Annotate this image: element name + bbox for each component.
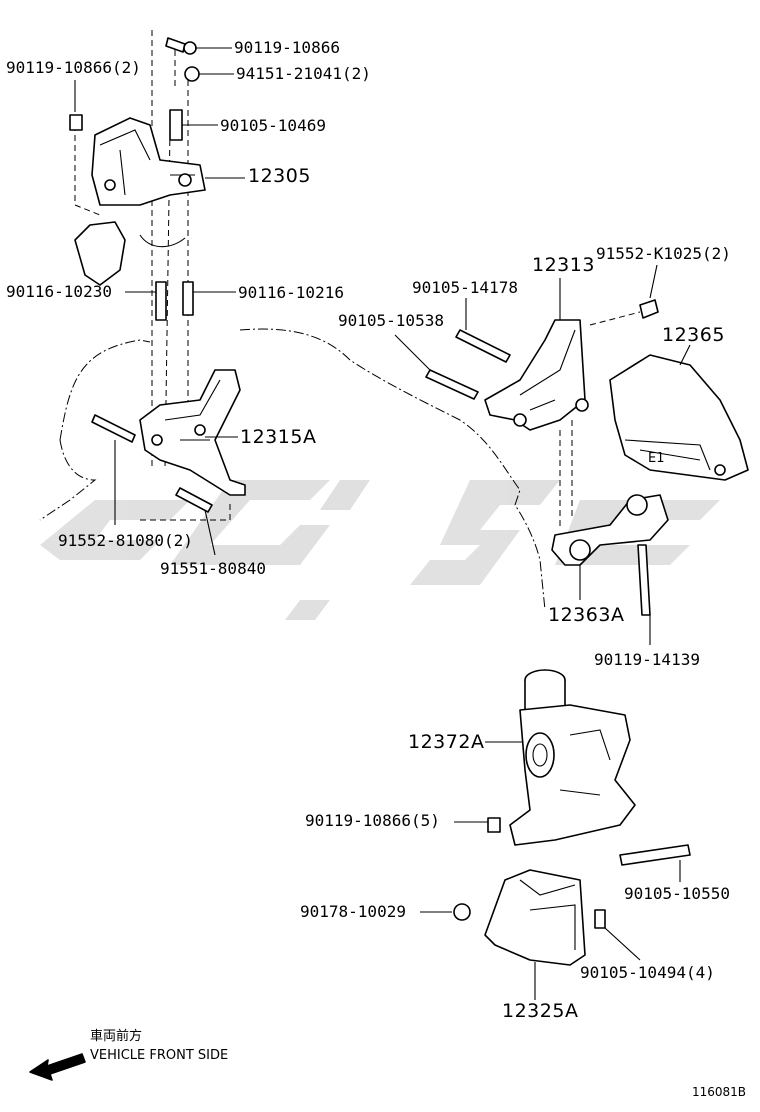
part-label-90119-14139: 90119-14139 bbox=[594, 650, 700, 669]
part-label-12315A: 12315A bbox=[240, 426, 317, 448]
part-label-94151-21041: 94151-21041(2) bbox=[236, 64, 371, 83]
watermark-logo bbox=[40, 480, 720, 620]
part-label-12372A: 12372A bbox=[408, 731, 485, 753]
figure-id: 116081B bbox=[692, 1085, 747, 1099]
part-label-90178-10029: 90178-10029 bbox=[300, 902, 406, 921]
direction-label-en: VEHICLE FRONT SIDE bbox=[90, 1048, 229, 1063]
part-label-90105-10538: 90105-10538 bbox=[338, 311, 444, 330]
part-label-90105-10494: 90105-10494(4) bbox=[580, 963, 715, 982]
engine-mount-12305 bbox=[74, 117, 206, 286]
front-direction-arrow-icon bbox=[29, 1053, 86, 1081]
engine-outline bbox=[39, 328, 546, 611]
part-label-90116-10230: 90116-10230 bbox=[6, 282, 112, 301]
part-label-90105-10550: 90105-10550 bbox=[624, 884, 730, 903]
direction-label-jp: 車両前方 bbox=[90, 1029, 143, 1044]
assembly-line-upper bbox=[74, 30, 641, 530]
part-label-12365: 12365 bbox=[662, 324, 725, 346]
part-label-91552-81080: 91552-81080(2) bbox=[58, 531, 193, 550]
leader-lines bbox=[74, 47, 691, 1000]
bracket-12315A bbox=[91, 369, 246, 513]
bracket-12325A bbox=[453, 869, 606, 966]
part-label-91551-80840: 91551-80840 bbox=[160, 559, 266, 578]
part-label-90119-10866-x5: 90119-10866(5) bbox=[305, 811, 440, 830]
part-label-91552-K1025: 91552-K1025(2) bbox=[596, 244, 731, 263]
engine-mount-12372A bbox=[487, 669, 691, 866]
part-label-90119-10866-x2: 90119-10866(2) bbox=[6, 58, 141, 77]
cover-12365 bbox=[609, 354, 749, 481]
part-label-90119-10866: 90119-10866 bbox=[234, 38, 340, 57]
bracket-12313 bbox=[425, 299, 659, 431]
torque-rod-12363A bbox=[551, 494, 669, 616]
part-label-12325A: 12325A bbox=[502, 1000, 579, 1022]
part-label-90105-14178: 90105-14178 bbox=[412, 278, 518, 297]
part-label-12363A: 12363A bbox=[548, 604, 625, 626]
part-label-90105-10469: 90105-10469 bbox=[220, 116, 326, 135]
part-label-90116-10216: 90116-10216 bbox=[238, 283, 344, 302]
part-label-12305: 12305 bbox=[248, 165, 311, 187]
bracket-mark-e1: E1 bbox=[648, 451, 665, 466]
part-label-12313: 12313 bbox=[532, 254, 595, 276]
